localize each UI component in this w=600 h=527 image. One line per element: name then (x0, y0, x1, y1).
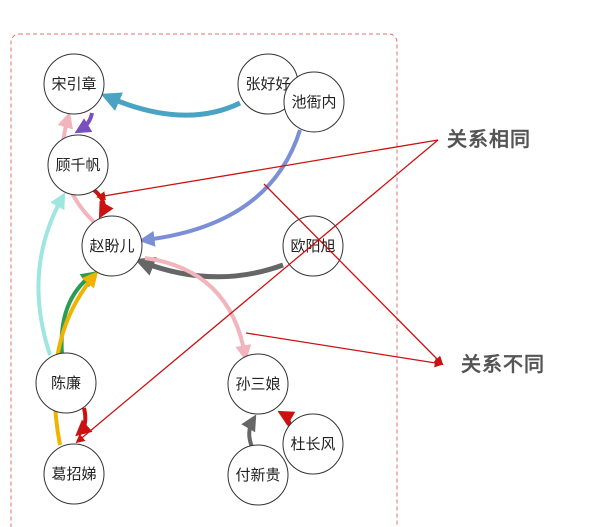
edge-zhao-to-sun (144, 256, 252, 362)
annotation-line-different-from-zhao-sun (245, 332, 444, 368)
node-fu[interactable]: 付新贵 (227, 444, 289, 506)
node-label-zhao: 赵盼儿 (89, 237, 134, 255)
edge-gu-to-zhao (92, 188, 114, 219)
node-gu[interactable]: 顾千帆 (47, 134, 109, 196)
node-ouyang[interactable]: 欧阳旭 (282, 215, 344, 277)
node-song[interactable]: 宋引章 (43, 53, 105, 115)
node-ge[interactable]: 葛招娣 (43, 443, 105, 505)
node-chi[interactable]: 池衙内 (283, 71, 345, 133)
node-label-du: 杜长风 (290, 435, 335, 453)
annotation-different: 关系不同 (461, 352, 545, 376)
node-du[interactable]: 杜长风 (282, 413, 344, 475)
edge-chen-to-gu (36, 192, 66, 356)
annotation-line-same-to-gu (96, 139, 439, 201)
edge-ge-to-zhao (52, 271, 99, 446)
node-chen[interactable]: 陈廉 (35, 352, 97, 414)
annotation-same: 关系相同 (447, 127, 531, 151)
node-label-zhang: 张好好 (245, 75, 290, 93)
group-frame (10, 33, 398, 527)
node-label-chen: 陈廉 (51, 374, 81, 392)
node-label-sun: 孙三娘 (235, 375, 280, 393)
edge-chi-to-zhao (138, 129, 302, 247)
edge-ouyang-to-zhao (134, 256, 284, 280)
edge-song-to-gu (74, 112, 94, 134)
edge-zhang-to-song (100, 92, 242, 118)
annotation-line-different-from-zhao-ouyang (263, 183, 444, 366)
node-label-chi: 池衙内 (291, 93, 336, 111)
node-label-fu: 付新贵 (235, 466, 280, 484)
node-label-ouyang: 欧阳旭 (290, 237, 335, 255)
node-zhang[interactable]: 张好好 (237, 53, 299, 115)
edge-chen-to-ge (75, 407, 93, 437)
node-sun[interactable]: 孙三娘 (227, 353, 289, 415)
node-label-gu: 顾千帆 (55, 156, 100, 174)
node-label-song: 宋引章 (51, 75, 96, 93)
node-label-ge: 葛招娣 (51, 465, 96, 483)
node-zhao[interactable]: 赵盼儿 (81, 215, 143, 277)
edge-fu-to-sun (241, 414, 257, 448)
annotation-line-same-to-ge (75, 139, 439, 444)
